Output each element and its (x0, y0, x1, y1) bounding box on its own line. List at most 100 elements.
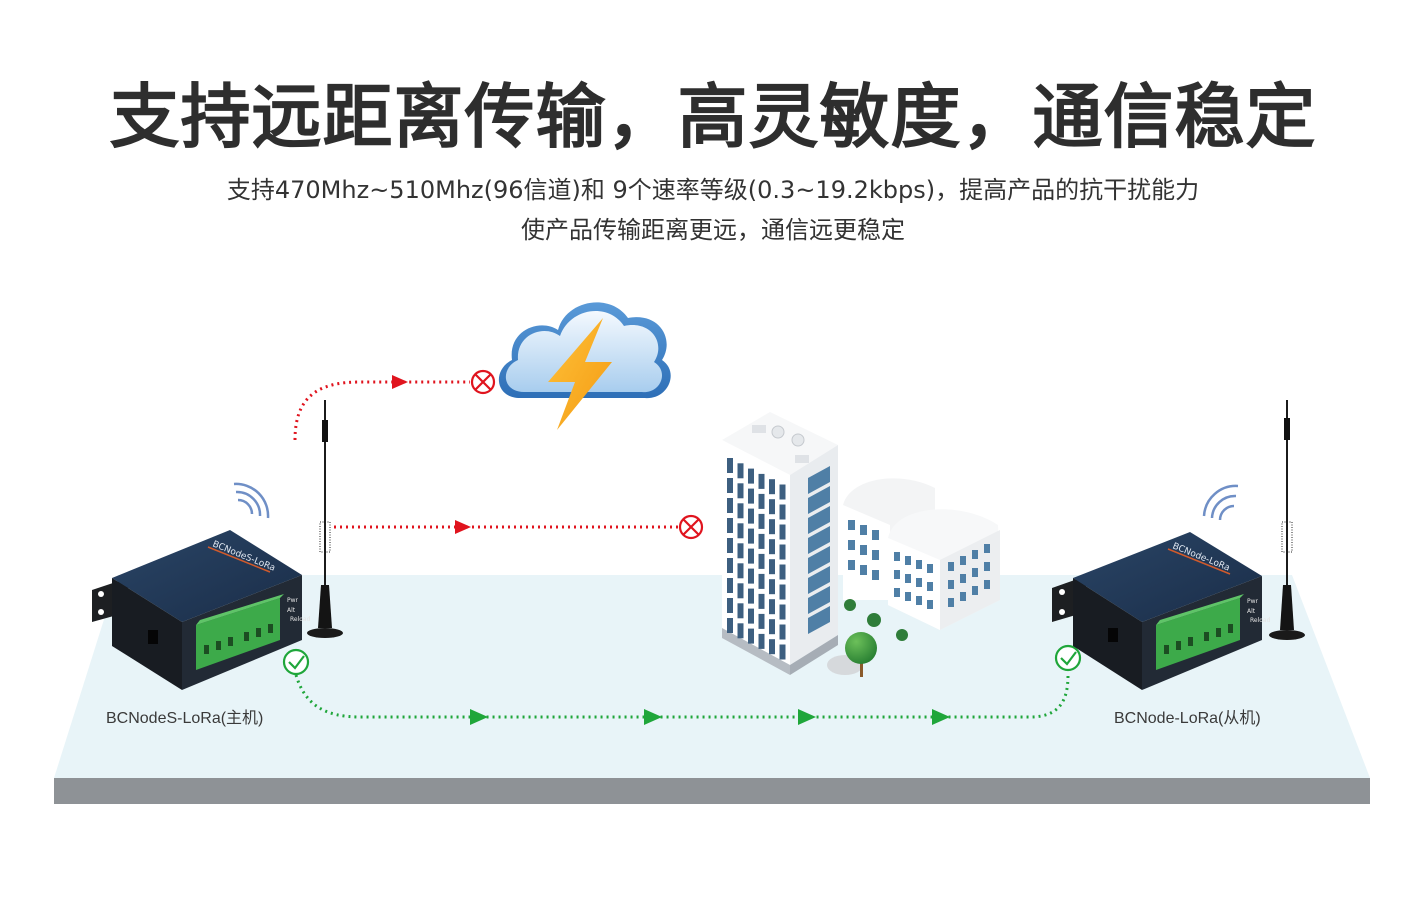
arrow-head-green (644, 709, 662, 725)
indicator-alt: Alt (1247, 608, 1256, 615)
check-icon (1054, 644, 1082, 672)
window (808, 466, 830, 494)
window (779, 544, 786, 560)
antenna-icon (307, 400, 343, 638)
arrow-head-red (455, 520, 471, 534)
window (727, 498, 733, 513)
window (779, 564, 786, 580)
window (727, 618, 733, 633)
subtitle-line-2: 使产品传输距离更远，通信远更稳定 (521, 216, 905, 244)
arrow-head-green (798, 709, 816, 725)
antenna-icon (1269, 400, 1305, 640)
window (758, 553, 765, 569)
window (779, 644, 786, 660)
window (769, 539, 775, 555)
window (779, 524, 786, 540)
arrow-head-red (392, 375, 408, 389)
window (779, 584, 786, 600)
window (779, 624, 786, 640)
window (737, 583, 744, 599)
roof-units (752, 425, 809, 463)
window (737, 603, 744, 619)
window (748, 528, 754, 544)
window (808, 606, 830, 634)
indicator-reload: Reload (1250, 617, 1271, 624)
shrub (867, 613, 881, 627)
shrub (844, 599, 856, 611)
window (727, 538, 733, 553)
window (727, 458, 733, 473)
tree (845, 632, 877, 664)
thunder-cloud-icon (498, 302, 671, 430)
window (779, 504, 786, 520)
window (727, 558, 733, 573)
window (769, 559, 775, 575)
window (808, 526, 830, 554)
window (727, 578, 733, 593)
window (737, 563, 744, 579)
arrow-head-green (932, 709, 950, 725)
blocked-x-icon (678, 514, 704, 540)
success-path (282, 644, 1082, 725)
window (758, 573, 765, 589)
window (727, 598, 733, 613)
window (808, 506, 830, 534)
building-small-front (888, 509, 1000, 630)
window (727, 518, 733, 533)
blocked-path-weather (293, 369, 496, 441)
window (769, 579, 775, 595)
blocked-path-building (334, 514, 704, 540)
window (769, 499, 775, 515)
terminal-block (196, 594, 284, 670)
window (769, 599, 775, 615)
wifi-signal-icon (1202, 484, 1239, 521)
window (758, 593, 765, 609)
master-device-label: BCNodeS-LoRa(主机) (106, 710, 264, 727)
window (737, 623, 744, 639)
floor-platform (54, 575, 1370, 804)
window (758, 613, 765, 629)
window (737, 503, 744, 519)
window (808, 546, 830, 574)
lightning-icon (548, 318, 612, 430)
window (779, 604, 786, 620)
window (758, 533, 765, 549)
window (748, 608, 754, 624)
window (769, 619, 775, 635)
slave-device: BCNode-LoRa Pwr Alt Reload (1052, 400, 1305, 690)
window (748, 468, 754, 484)
indicator-pwr: Pwr (287, 597, 299, 604)
tower-building (722, 412, 838, 675)
page-title: 支持远距离传输，高灵敏度，通信稳定 (109, 76, 1317, 158)
window (769, 639, 775, 655)
indicator-pwr: Pwr (1247, 598, 1259, 605)
terminal-block (1156, 594, 1244, 670)
shrub (896, 629, 908, 641)
blocked-x-icon (470, 369, 496, 395)
window (748, 548, 754, 564)
check-icon (282, 648, 310, 676)
window (769, 519, 775, 535)
indicator-alt: Alt (287, 607, 296, 614)
buildings-illustration (722, 412, 1000, 677)
window (737, 483, 744, 499)
window (737, 543, 744, 559)
window (758, 633, 765, 649)
window (748, 508, 754, 524)
window (748, 588, 754, 604)
window (769, 479, 775, 495)
window (808, 486, 830, 514)
window (779, 484, 786, 500)
window (808, 586, 830, 614)
window (727, 478, 733, 493)
window (758, 513, 765, 529)
window (758, 493, 765, 509)
window (737, 523, 744, 539)
wifi-signal-icon (233, 482, 270, 519)
arrow-head-green (470, 709, 488, 725)
window (748, 628, 754, 644)
window (748, 568, 754, 584)
window (808, 566, 830, 594)
window (737, 463, 744, 479)
